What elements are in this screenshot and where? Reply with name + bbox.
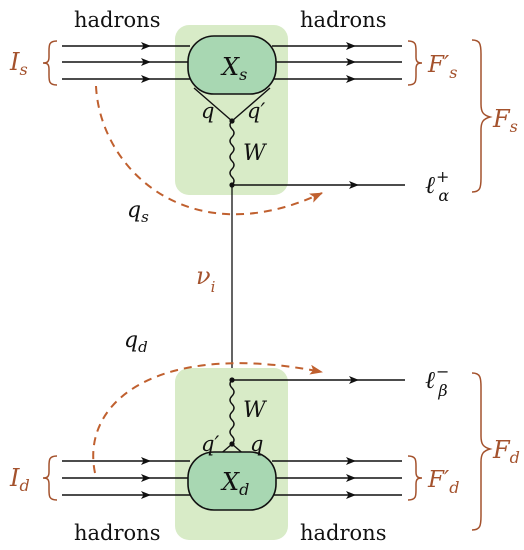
bottom-initial-brace [42,455,58,501]
top-final-prime-label: F′s [427,52,457,82]
bottom-quark-left-label: q′ [201,432,219,456]
bottom-hadrons-left-label: hadrons [74,521,160,545]
bottom-final-prime-brace [407,455,423,501]
top-hadrons-left-label: hadrons [74,8,160,32]
top-incoming-hadron-lines [62,42,190,83]
bottom-lepton-label: ℓ−β [425,362,449,400]
top-blob-label: Xs [220,53,247,84]
top-initial-state-label: Is [9,48,28,79]
top-w-boson-label: W [243,141,268,166]
bottom-outgoing-hadron-lines [272,457,402,499]
bottom-momentum-arrow [92,362,323,474]
top-final-brace [471,39,493,193]
top-initial-brace [42,40,58,86]
bottom-hadronic-blob [187,451,277,511]
top-momentum-label: qs [127,198,149,226]
bottom-w-boson-line [229,379,235,445]
bottom-initial-state-label: Id [9,464,30,495]
top-w-boson-line [229,120,235,186]
bottom-final-brace [471,372,493,531]
bottom-momentum-label: qd [124,328,148,356]
top-hadrons-right-label: hadrons [300,8,386,32]
bottom-final-prime-label: F′d [427,467,459,497]
bottom-blob-label: Xd [220,468,249,499]
bottom-w-boson-label: W [243,398,268,423]
top-quark-right-label: q′ [247,99,265,123]
top-lepton-label: ℓ+α [425,167,449,205]
top-quark-left-label: q [201,99,214,123]
top-momentum-arrow [95,85,323,216]
bottom-final-state-label: Fd [492,436,520,467]
bottom-hadrons-right-label: hadrons [300,521,386,545]
top-final-state-label: Fs [492,105,518,136]
bottom-incoming-hadron-lines [62,457,190,499]
top-hadronic-blob [187,35,277,95]
top-final-prime-brace [407,40,423,86]
top-outgoing-hadron-lines [272,42,402,83]
bottom-quark-right-label: q [250,432,263,456]
neutrino-label: νi [196,262,216,296]
top-quark-vertex-dot [229,118,235,124]
